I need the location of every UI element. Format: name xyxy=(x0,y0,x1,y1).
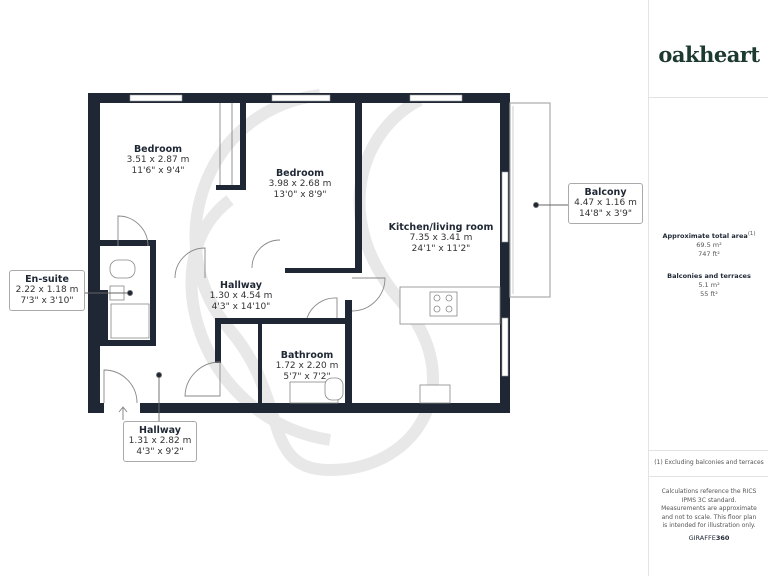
room-label-bedroom-2: Bedroom 3.98 x 2.68 m 13'0" x 8'9" xyxy=(250,168,350,201)
entrance-arrow-icon xyxy=(118,406,128,420)
credit-number: 360 xyxy=(715,534,730,542)
hob-icon xyxy=(429,291,458,317)
total-area-ft2: 747 ft² xyxy=(698,250,720,259)
room-name: Bedroom xyxy=(275,168,325,179)
credit: GIRAFFE360 xyxy=(649,534,768,543)
brand-logo: oakheart xyxy=(658,42,760,67)
room-imperial: 4'3" x 14'10" xyxy=(211,302,271,312)
balconies-label: Balconies and terraces xyxy=(667,272,751,280)
balconies-area: Balconies and terraces 5.1 m² 55 ft² xyxy=(649,272,768,299)
room-label-en-suite: En-suite 2.22 x 1.18 m 7'3" x 3'10" xyxy=(9,270,85,311)
footnote-marker: (1) xyxy=(747,231,756,237)
room-name: Hallway xyxy=(139,425,181,436)
room-imperial: 11'6" x 9'4" xyxy=(131,166,185,176)
room-name: Kitchen/living room xyxy=(388,222,494,233)
divider xyxy=(649,97,768,98)
disclaimer: Calculations reference the RICS IPMS 3C … xyxy=(661,488,757,529)
windows xyxy=(129,94,509,377)
room-metric: 7.35 x 3.41 m xyxy=(409,233,473,243)
room-metric: 1.30 x 4.54 m xyxy=(209,291,273,301)
footnote: (1) Excluding balconies and terraces xyxy=(654,459,764,466)
room-metric: 4.47 x 1.16 m xyxy=(574,198,637,208)
room-label-hallway: Hallway 1.30 x 4.54 m 4'3" x 14'10" xyxy=(191,280,291,313)
room-label-balcony: Balcony 4.47 x 1.16 m 14'8" x 3'9" xyxy=(568,183,643,224)
credit-name: GIRAFFE xyxy=(688,534,716,542)
room-metric: 1.72 x 2.20 m xyxy=(275,361,339,371)
room-metric: 2.22 x 1.18 m xyxy=(15,285,79,295)
label-leaders xyxy=(84,202,568,422)
toilet-icon xyxy=(109,259,136,279)
door-swings xyxy=(103,103,386,404)
room-name: Hallway xyxy=(220,280,262,291)
watermark-logo xyxy=(185,89,439,477)
shower-icon xyxy=(110,303,150,339)
divider xyxy=(649,476,768,477)
room-label-entrance-hallway: Hallway 1.31 x 2.82 m 4'3" x 9'2" xyxy=(123,421,197,462)
room-imperial: 24'1" x 11'2" xyxy=(411,244,471,254)
total-area-label: Approximate total area xyxy=(662,232,748,241)
room-name: Bedroom xyxy=(133,144,183,155)
room-imperial: 7'3" x 3'10" xyxy=(20,296,74,306)
bathroom-toilet-icon xyxy=(324,377,344,401)
fixtures xyxy=(109,259,501,404)
balconies-m2: 5.1 m² xyxy=(698,281,720,289)
room-metric: 3.98 x 2.68 m xyxy=(268,179,332,189)
room-imperial: 14'8" x 3'9" xyxy=(579,209,632,219)
total-area: Approximate total area(1) 69.5 m² 747 ft… xyxy=(649,230,768,259)
room-imperial: 4'3" x 9'2" xyxy=(136,447,184,457)
balconies-ft2: 55 ft² xyxy=(700,290,718,298)
room-imperial: 5'7" x 7'2" xyxy=(283,372,331,382)
room-metric: 3.51 x 2.87 m xyxy=(126,155,190,165)
room-label-kitchen: Kitchen/living room 7.35 x 3.41 m 24'1" … xyxy=(376,222,506,255)
floor-plan xyxy=(84,89,568,477)
divider xyxy=(649,450,768,451)
balcony-outline xyxy=(509,102,551,298)
room-label-bedroom-1: Bedroom 3.51 x 2.87 m 11'6" x 9'4" xyxy=(108,144,208,177)
room-name: Bathroom xyxy=(280,350,334,361)
room-metric: 1.31 x 2.82 m xyxy=(128,436,192,446)
total-area-m2: 69.5 m² xyxy=(696,241,722,250)
info-panel: oakheart Approximate total area(1) 69.5 … xyxy=(648,0,768,576)
room-label-bathroom: Bathroom 1.72 x 2.20 m 5'7" x 7'2" xyxy=(262,350,352,383)
room-imperial: 13'0" x 8'9" xyxy=(273,190,327,200)
room-name: Balcony xyxy=(584,187,627,198)
room-name: En-suite xyxy=(25,274,69,285)
